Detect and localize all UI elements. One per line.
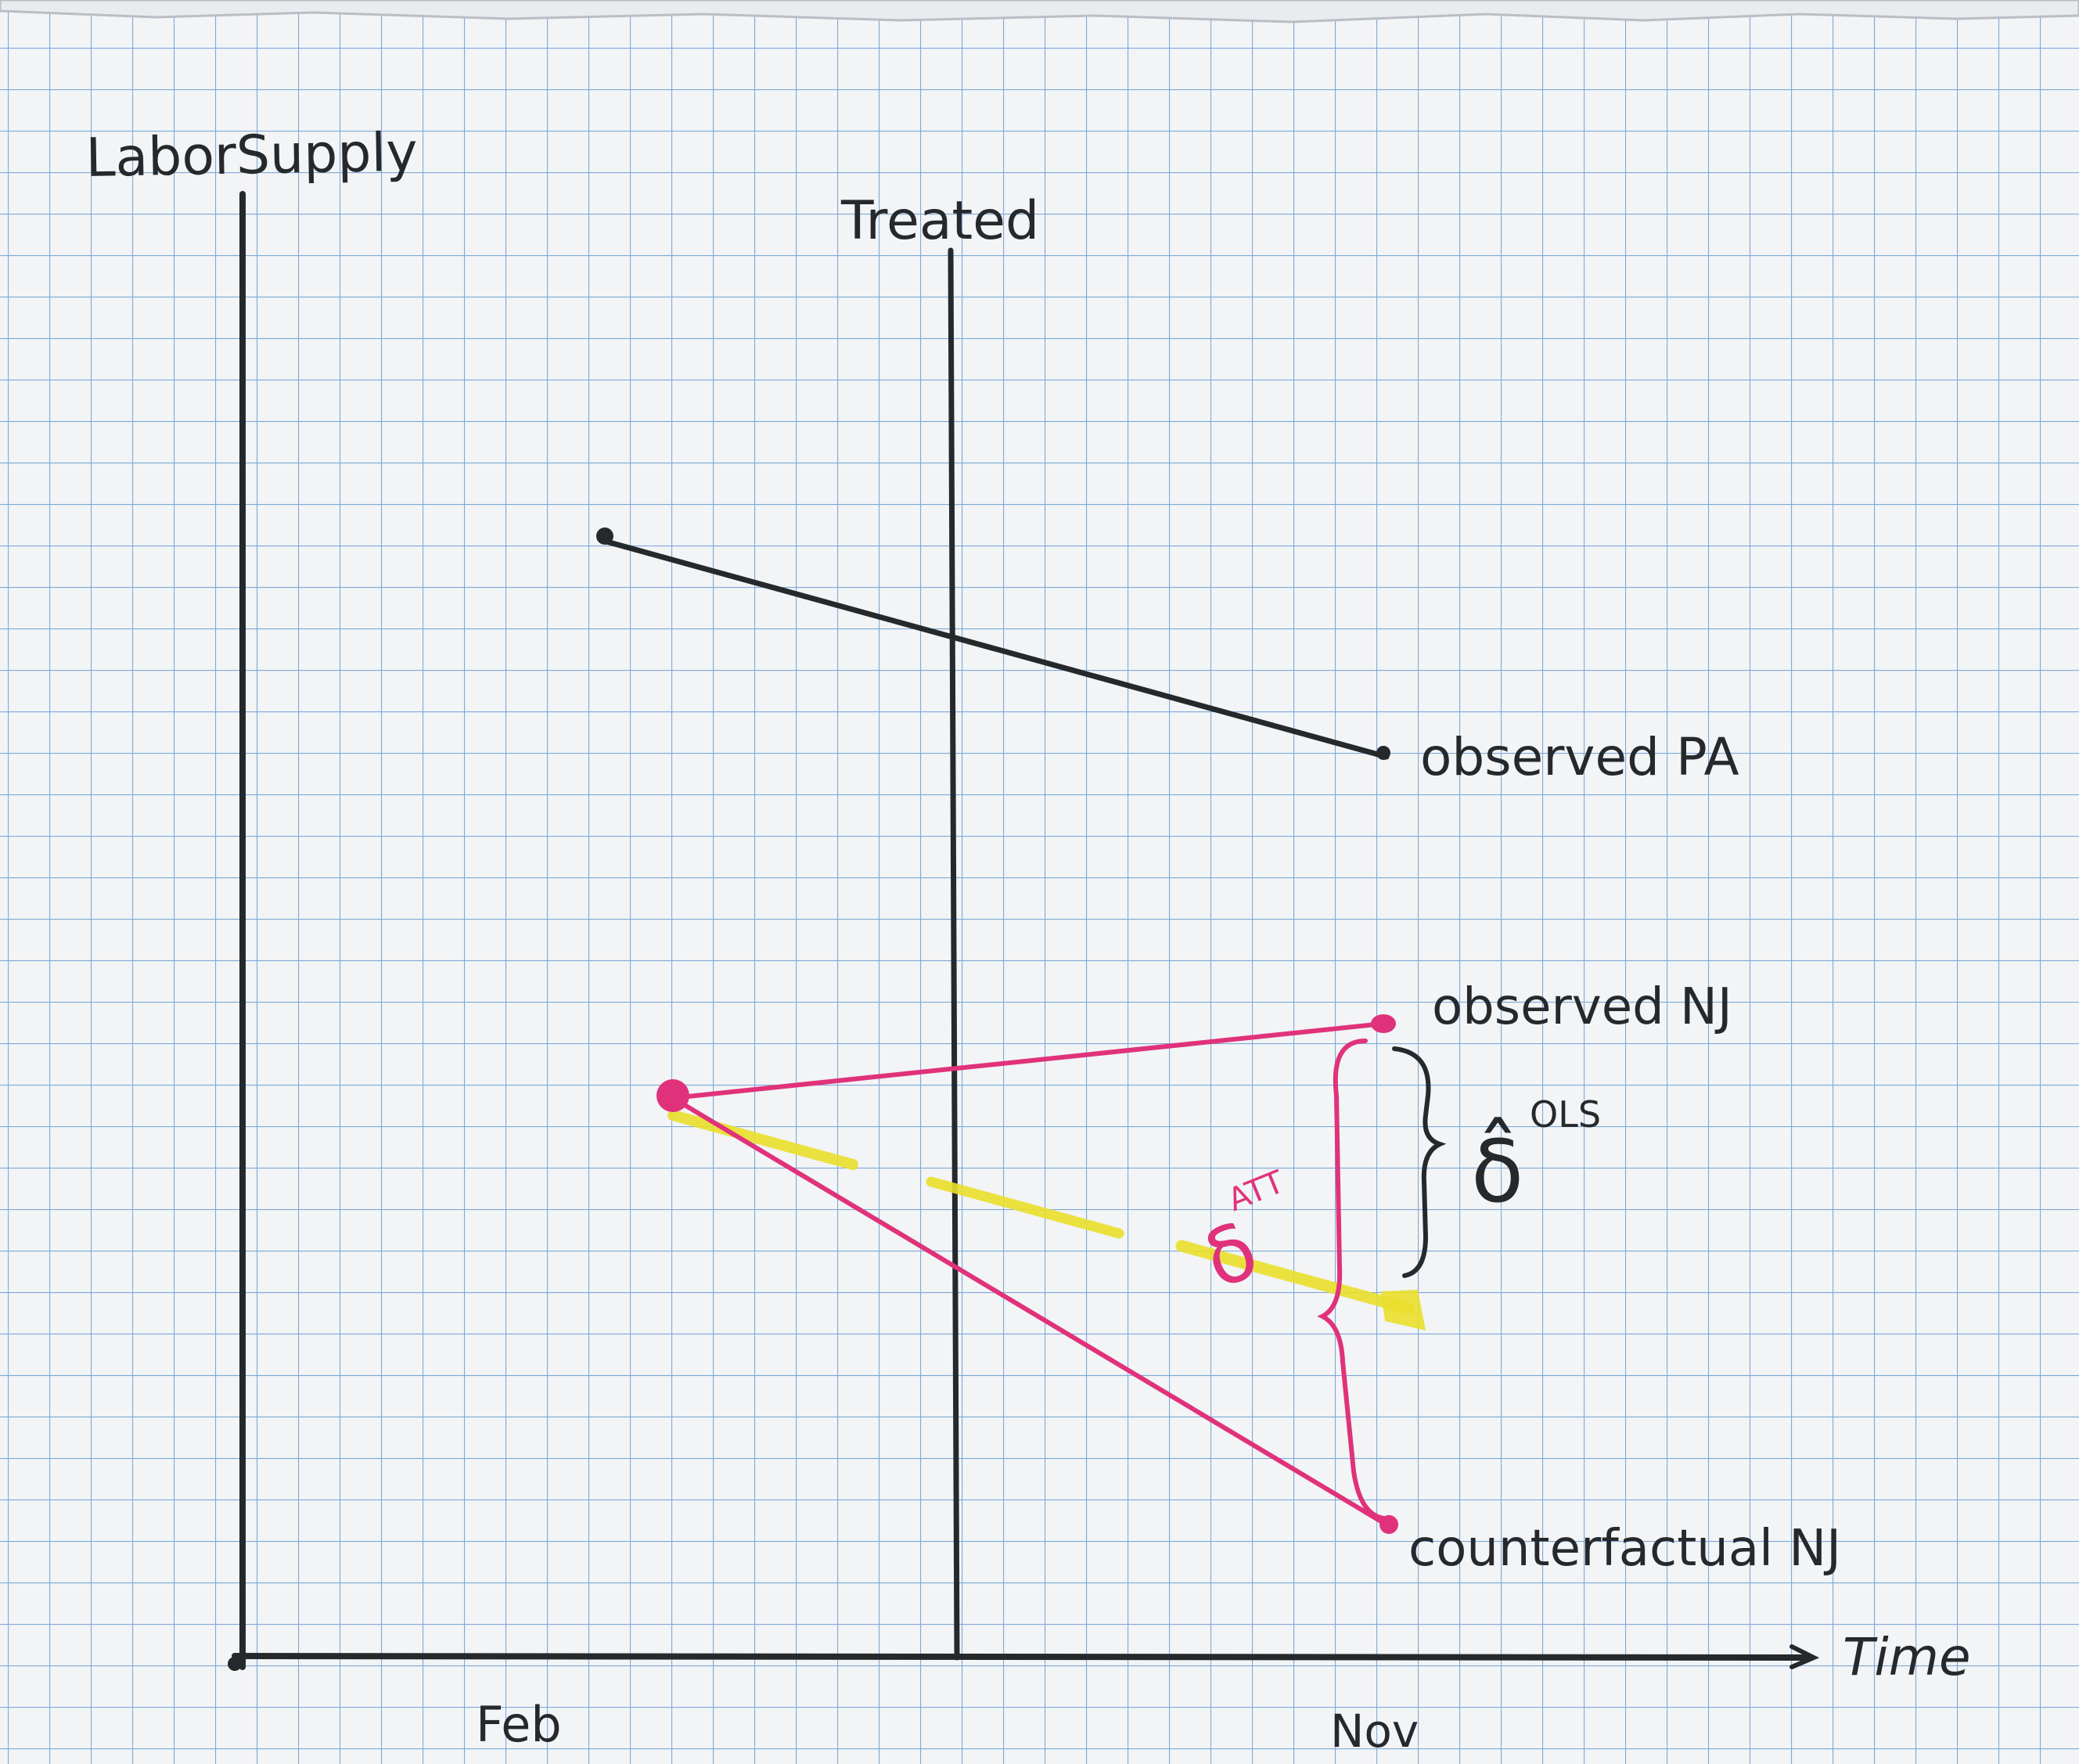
- x-tick-feb: Feb: [476, 1696, 562, 1753]
- treatment-label: Treated: [840, 190, 1039, 252]
- parallel-trend-segment-1: [667, 1110, 858, 1170]
- torn-paper-edge: [0, 0, 2079, 23]
- observed-pa-start-point: [596, 527, 613, 545]
- x-axis-label: Time: [1843, 1627, 1971, 1687]
- observed-nj-point: [1371, 1014, 1396, 1033]
- ols-brace: [1392, 1046, 1447, 1278]
- observed-pa-line: [603, 538, 1390, 760]
- counterfactual-nj-label: counterfactual NJ: [1408, 1520, 1841, 1578]
- parallel-trend-segment-2: [926, 1176, 1124, 1239]
- att-brace: [1317, 1039, 1386, 1521]
- origin-dot: [228, 1657, 242, 1671]
- parallel-trend-segment-3: [1175, 1240, 1415, 1315]
- observed-nj-line: [671, 1021, 1386, 1100]
- observed-pa-label: observed PA: [1420, 727, 1739, 787]
- y-axis-label: LaborSupply: [85, 122, 418, 189]
- ols-estimator-superscript: OLS: [1530, 1093, 1601, 1136]
- observed-nj-label: observed NJ: [1432, 978, 1732, 1036]
- counterfactual-nj-line: [671, 1096, 1391, 1528]
- nj-start-point: [656, 1079, 689, 1112]
- ols-estimator-symbol: δ̂: [1471, 1116, 1523, 1222]
- treatment-line: [948, 247, 960, 1661]
- x-axis-arrowhead: [1789, 1644, 1820, 1669]
- x-axis: [232, 1653, 1815, 1661]
- x-tick-nov: Nov: [1330, 1705, 1419, 1758]
- parallel-trend-end-blob: [1381, 1290, 1426, 1330]
- observed-pa-end-point: [1376, 746, 1390, 760]
